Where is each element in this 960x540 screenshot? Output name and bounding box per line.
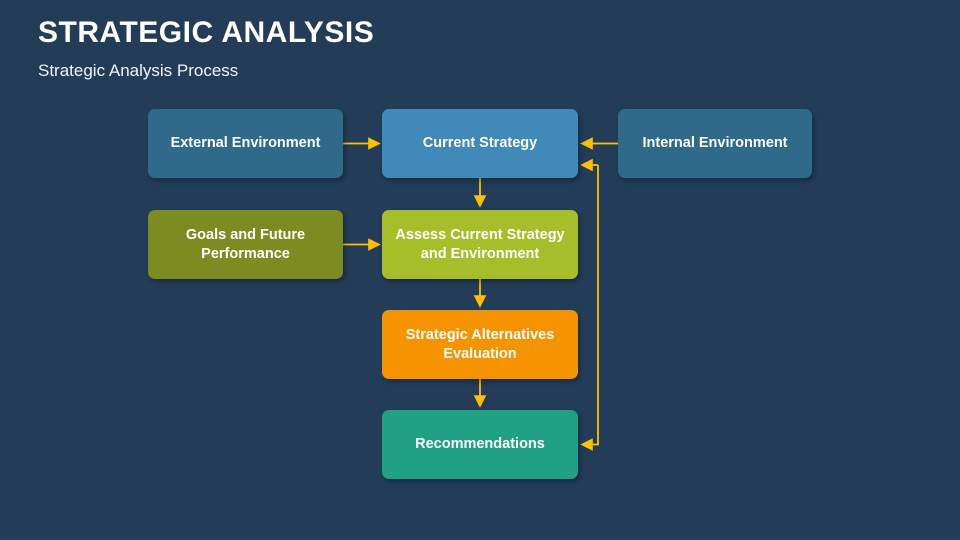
node-label: External Environment [170, 135, 321, 152]
node-current-strategy[interactable]: Current Strategy [382, 109, 578, 178]
node-goals-and-future-performance[interactable]: Goals and Future Performance [148, 210, 343, 279]
node-label: Current Strategy [422, 135, 538, 152]
node-label: Internal Environment [642, 135, 788, 152]
node-label-line2: and Environment [420, 245, 540, 262]
page-title: STRATEGIC ANALYSIS [38, 16, 375, 49]
node-recommendations[interactable]: Recommendations [382, 410, 578, 479]
page-subtitle: Strategic Analysis Process [38, 61, 239, 80]
node-label-line1: Goals and Future [185, 226, 306, 243]
node-label: Recommendations [415, 436, 545, 453]
node-internal-environment[interactable]: Internal Environment [618, 109, 812, 178]
arrow-feedback-to-recommendations [580, 165, 599, 451]
node-external-environment[interactable]: External Environment [148, 109, 343, 178]
node-label-line1: Strategic Alternatives [405, 326, 555, 343]
node-label-line2: Performance [201, 245, 290, 262]
node-strategic-alternatives-evaluation[interactable]: Strategic Alternatives Evaluation [382, 310, 578, 379]
node-label-line2: Evaluation [443, 345, 517, 362]
node-label-line1: Assess Current Strategy [395, 226, 565, 243]
node-assess-current-strategy-and-environment[interactable]: Assess Current Strategy and Environment [382, 210, 578, 279]
